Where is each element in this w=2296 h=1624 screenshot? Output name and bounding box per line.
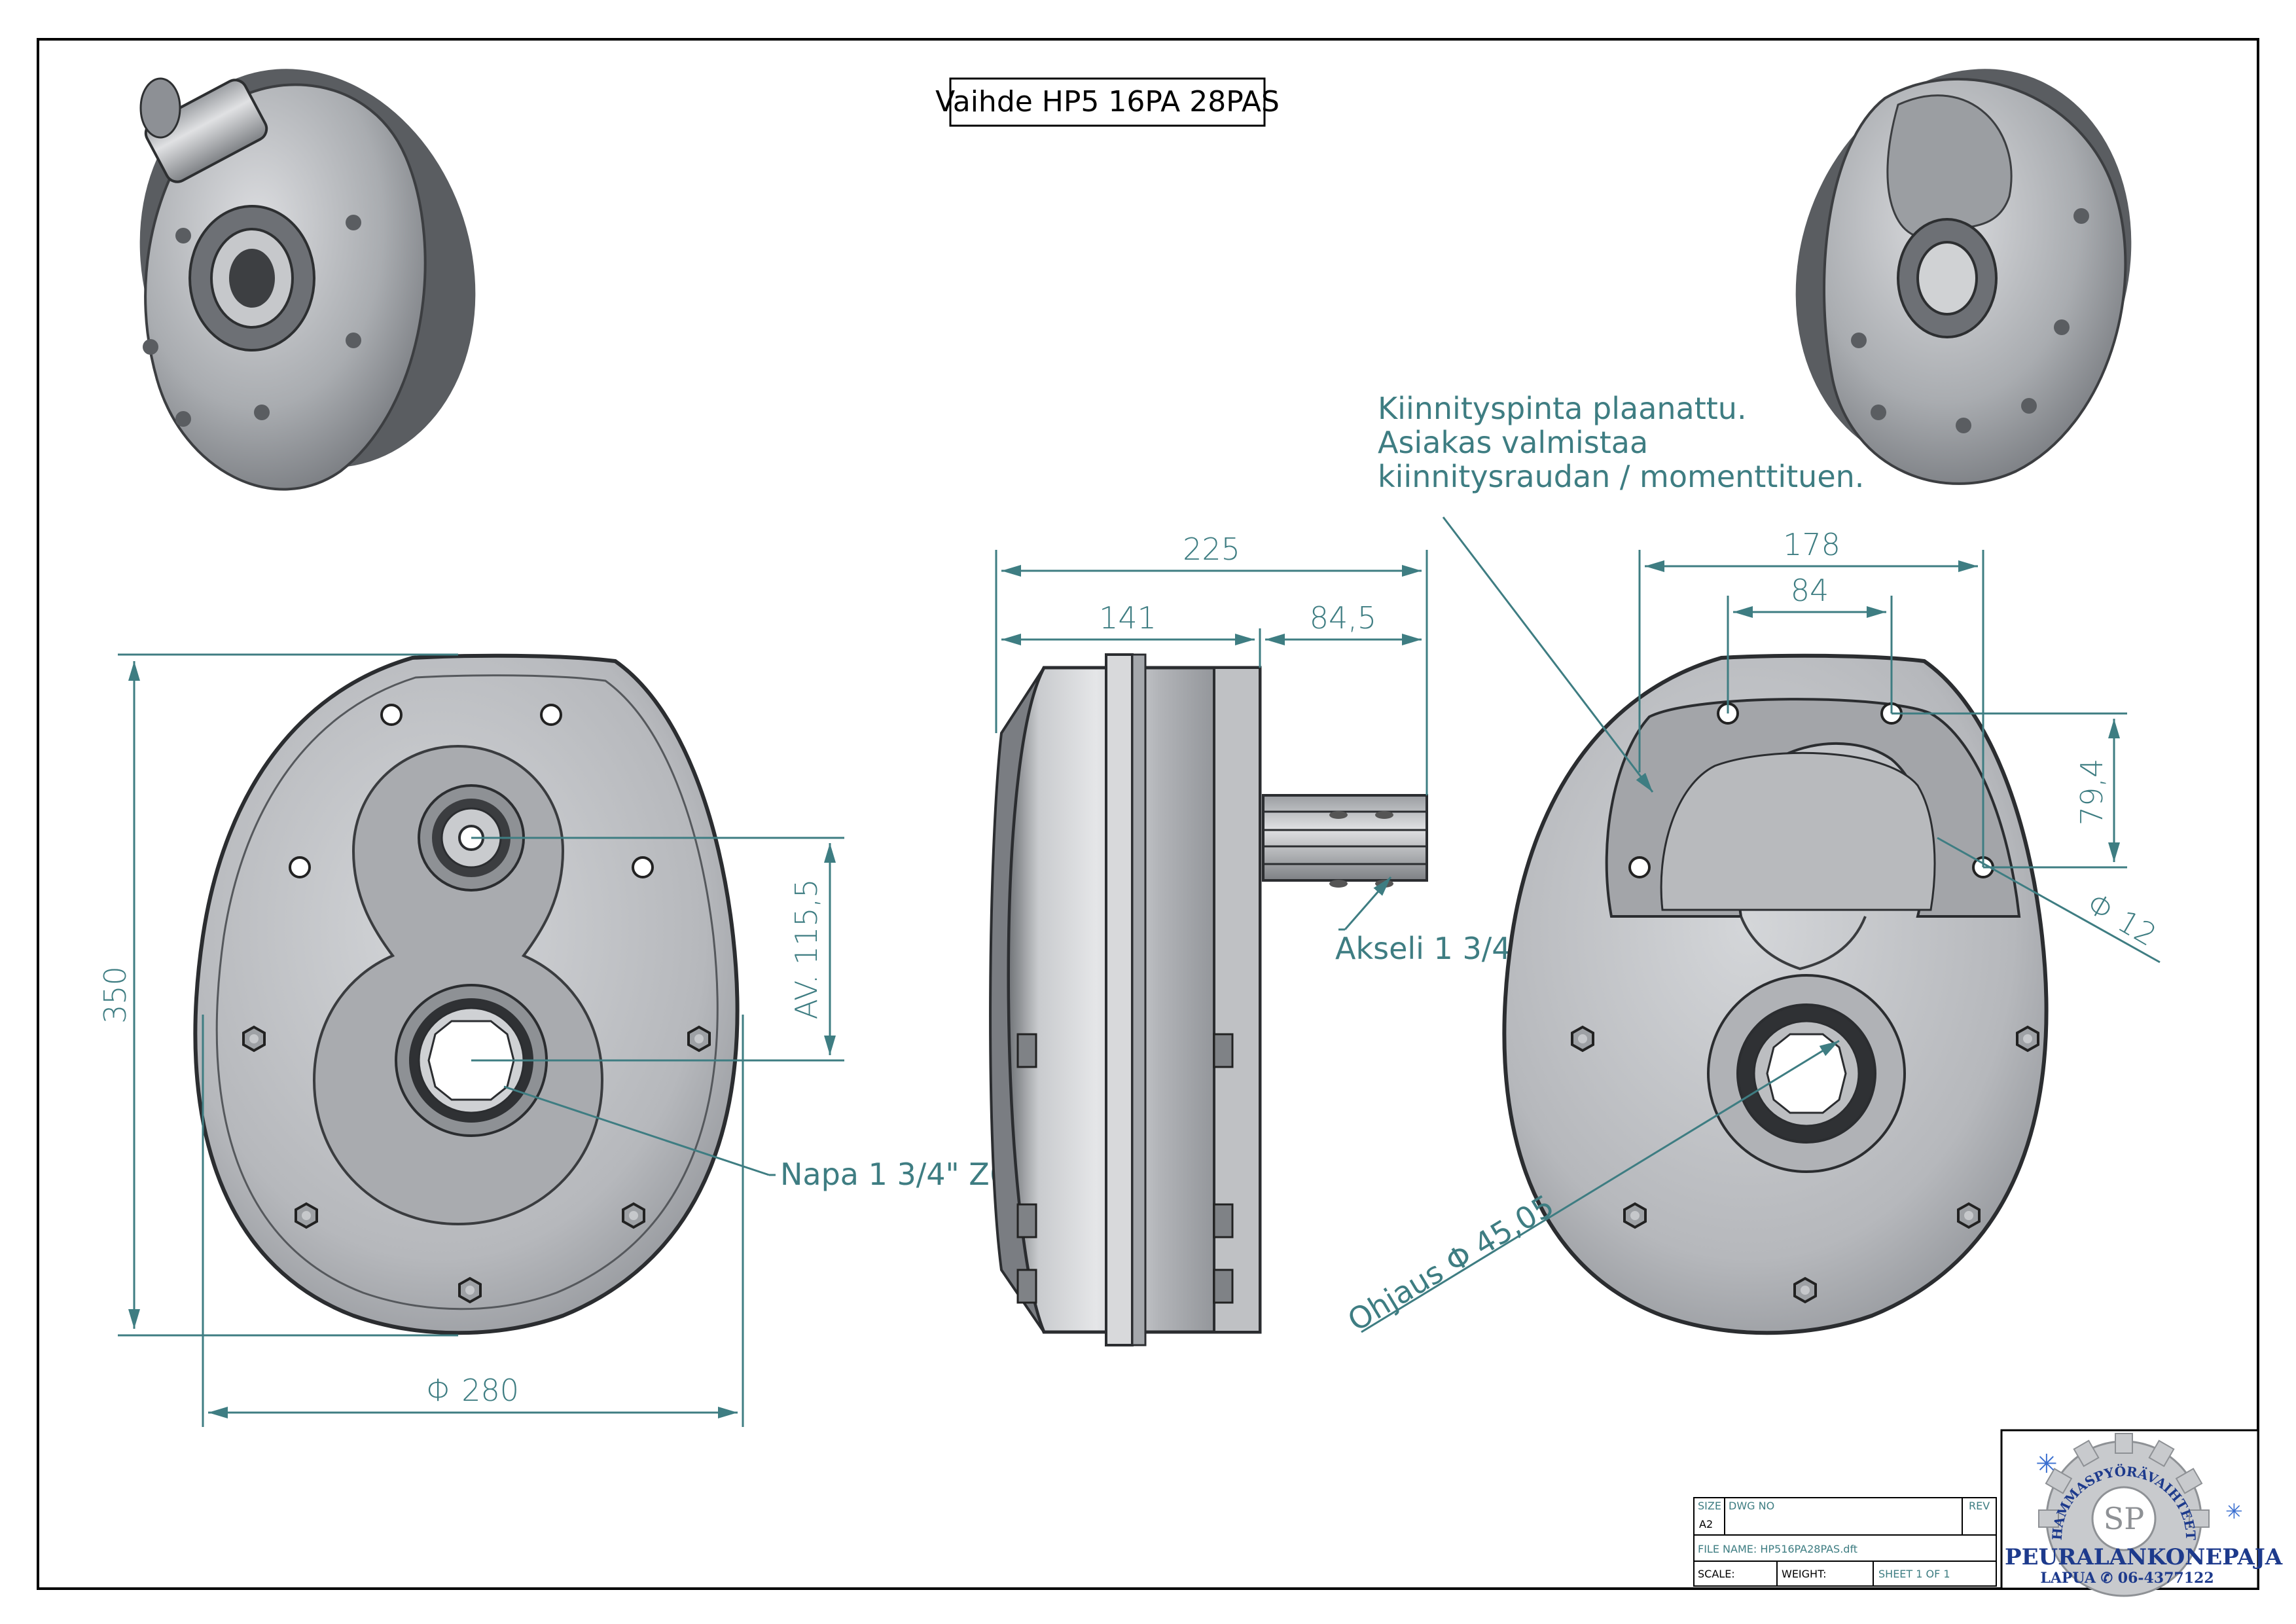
iso-view-front (139, 69, 476, 491)
logo-name-right: KONEPAJA (2147, 1544, 2283, 1570)
sparkle-icon: ✳ (2036, 1449, 2058, 1479)
tb-sheet: SHEET 1 OF 1 (1878, 1568, 1950, 1580)
drawing-title: Vaihde HP5 16PA 28PAS (935, 77, 1280, 127)
tb-size-value: A2 (1699, 1518, 1713, 1530)
tb-file-name: FILE NAME: HP516PA28PAS.dft (1698, 1543, 1857, 1555)
dim-hole-spacing-inner: 84 (1791, 573, 1829, 608)
logo-name-left: PEURALAN (2005, 1544, 2147, 1570)
tb-scale-label: SCALE: (1698, 1568, 1735, 1580)
svg-text:SP: SP (2104, 1501, 2144, 1536)
note-hub: Napa 1 3/4" Z6 (780, 1157, 1009, 1192)
dim-shaft-length: 84,5 (1310, 600, 1376, 636)
gear-icon: SP (2038, 1433, 2210, 1597)
front-view-dimensions: 350 Φ 280 AV. 115,5 Napa 1 3/4" Z6 (98, 653, 1009, 1427)
note-mounting-line1: Kiinnityspinta plaanattu. (1378, 391, 1747, 426)
dim-overall-length: 225 (1183, 532, 1240, 567)
dim-hole-diameter: Φ 12 (2081, 886, 2163, 953)
tb-rev-label: REV (1969, 1500, 1990, 1512)
tb-size-label: SIZE (1698, 1500, 1721, 1512)
note-mounting-line3: kiinnitysraudan / momenttituen. (1378, 459, 1864, 494)
dim-hole-height: 79,4 (2074, 759, 2109, 825)
dim-width-diameter: Φ 280 (426, 1373, 519, 1408)
front-view (193, 653, 740, 1335)
note-mounting-line2: Asiakas valmistaa (1378, 425, 1648, 460)
logo-contact: LAPUA ✆ 06-4377122 (2040, 1570, 2214, 1587)
side-view (989, 653, 1428, 1346)
dim-axis-distance: AV. 115,5 (789, 879, 824, 1020)
title-block: SIZE A2 DWG NO REV FILE NAME: HP516PA28P… (1693, 1497, 1997, 1587)
tb-dwg-no-label: DWG NO (1729, 1500, 1774, 1512)
sheet-border (37, 38, 2259, 1590)
dim-body-length: 141 (1099, 600, 1157, 636)
iso-view-back (1795, 69, 2132, 485)
note-guide: Ohjaus Φ 45,05 (1342, 1187, 1560, 1338)
dim-hole-spacing-outer: 178 (1783, 527, 1840, 562)
tb-weight-label: WEIGHT: (1782, 1568, 1826, 1580)
drawing-title-text: Vaihde HP5 16PA 28PAS (935, 85, 1280, 118)
back-view (1502, 653, 2049, 1335)
company-logo: SP HAMMASPYÖRÄVAIHTEET PEURALAN KONEPAJA… (2000, 1429, 2283, 1597)
dim-height: 350 (98, 966, 133, 1024)
sparkle-icon-right: ✳ (2225, 1499, 2243, 1524)
